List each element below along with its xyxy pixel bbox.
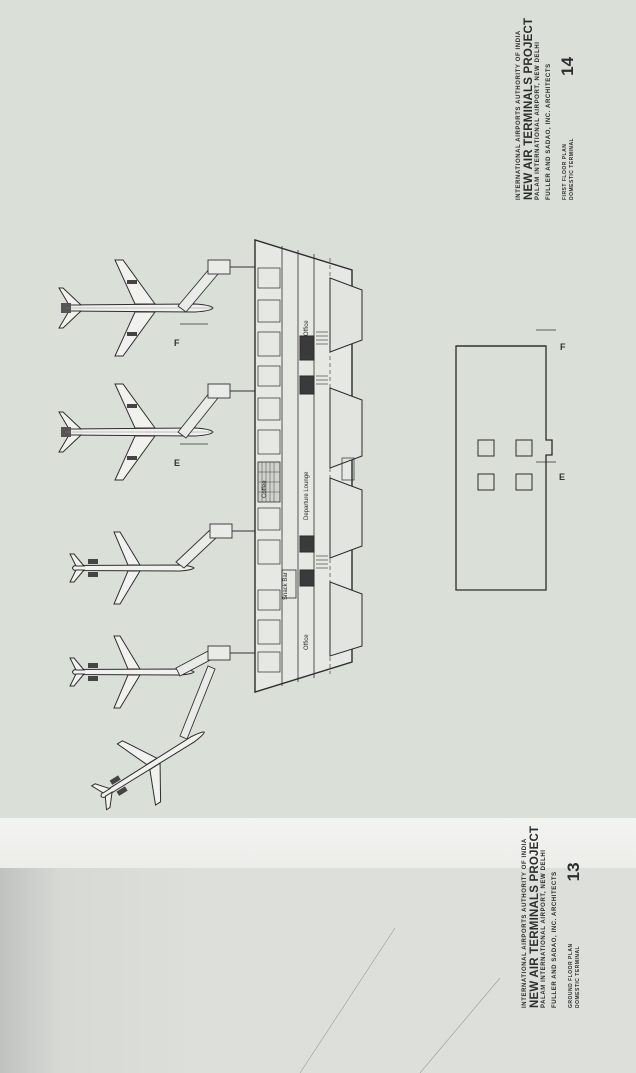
tb14-project: NEW AIR TERMINALS PROJECT	[523, 17, 535, 200]
label-office-2: Office	[304, 634, 310, 650]
section-marker-e-lower: E	[559, 472, 566, 482]
section-marker-f-lower: F	[560, 342, 566, 352]
aircraft-5	[79, 701, 224, 818]
section-marker-f-upper: F	[174, 338, 180, 348]
tb14-architects: FULLER AND SADAO, INC. ARCHITECTS	[546, 63, 552, 200]
ground-floor-outline	[455, 345, 553, 591]
show-through-lines	[299, 927, 501, 1073]
tb14-airport: PALAM INTERNATIONAL AIRPORT, NEW DELHI	[535, 41, 541, 200]
tb14-plan-title: FIRST FLOOR PLAN	[562, 143, 568, 200]
label-office-1: Office	[304, 320, 310, 336]
sheet-13	[0, 868, 636, 1073]
label-coffee: Coffee	[262, 480, 268, 498]
aircraft-3	[69, 531, 195, 605]
tb14-terminal: DOMESTIC TERMINAL	[569, 137, 575, 200]
binding-gutter	[0, 818, 636, 870]
aircraft-4	[69, 635, 195, 709]
tb14-authority: INTERNATIONAL AIRPORTS AUTHORITY OF INDI…	[516, 30, 522, 200]
title-block-14: INTERNATIONAL AIRPORTS AUTHORITY OF INDI…	[516, 17, 577, 200]
first-floor-plan-drawing	[58, 239, 556, 818]
section-lines	[180, 323, 556, 463]
jetways	[175, 259, 256, 740]
section-marker-e-upper: E	[174, 458, 181, 468]
label-snack-bar: Snack Bar	[283, 572, 289, 600]
terminal-building	[254, 239, 363, 693]
label-departure-lounge: Departure Lounge	[304, 471, 310, 520]
tb14-sheet-number: 14	[558, 56, 577, 76]
